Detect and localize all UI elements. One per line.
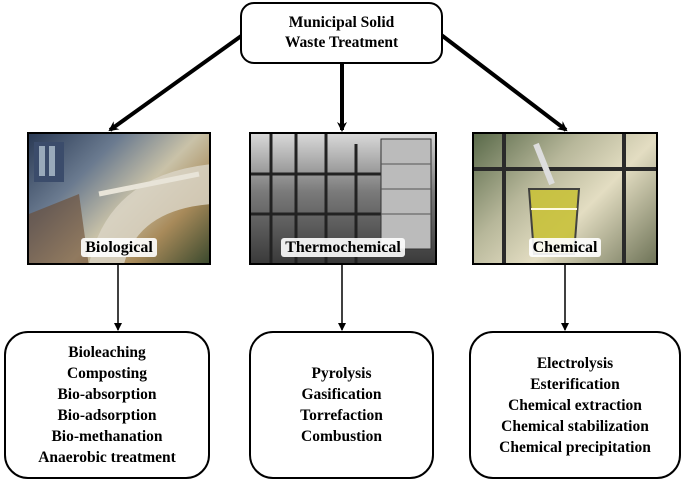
- thermochemical-plant-graphic: [251, 134, 432, 263]
- biological-item: Bioleaching: [68, 344, 146, 361]
- arrow-root-to-biological: [108, 32, 246, 132]
- biological-photo: Biological: [27, 132, 211, 265]
- root-line-2: Waste Treatment: [284, 34, 399, 51]
- thermochemical-item: Torrefaction: [300, 407, 383, 424]
- thermochemical-methods-box: Pyrolysis Gasification Torrefaction Comb…: [249, 331, 434, 479]
- chemical-label: Chemical: [528, 238, 602, 257]
- chemical-methods-box: Electrolysis Esterification Chemical ext…: [469, 331, 681, 479]
- chemical-item: Chemical precipitation: [499, 438, 651, 456]
- chemical-photo: Chemical: [472, 132, 658, 265]
- root-line-1: Municipal Solid: [288, 14, 395, 31]
- biological-item: Bio-adsorption: [57, 407, 157, 424]
- biological-item: Bio-absorption: [57, 386, 157, 403]
- biological-item: Bio-methanation: [51, 428, 163, 445]
- arrow-root-to-chemical: [438, 32, 568, 132]
- chemical-item: Electrolysis: [536, 354, 614, 372]
- biological-item: Anaerobic treatment: [38, 449, 176, 466]
- biological-methods-box: Bioleaching Composting Bio-absorption Bi…: [4, 331, 210, 479]
- biological-label: Biological: [81, 238, 157, 257]
- root-node: Municipal Solid Waste Treatment: [240, 2, 443, 64]
- chemical-item: Chemical extraction: [508, 396, 642, 414]
- thermochemical-item: Combustion: [301, 428, 382, 445]
- chemical-item: Esterification: [530, 375, 620, 393]
- thermochemical-item: Pyrolysis: [311, 365, 372, 382]
- chemical-beaker-graphic: [474, 134, 656, 263]
- thermochemical-item: Gasification: [301, 386, 382, 403]
- thermochemical-label: Thermochemical: [281, 238, 405, 257]
- chemical-item: Chemical stabilization: [501, 417, 649, 435]
- biological-item: Composting: [66, 365, 148, 382]
- thermochemical-photo: Thermochemical: [249, 132, 437, 265]
